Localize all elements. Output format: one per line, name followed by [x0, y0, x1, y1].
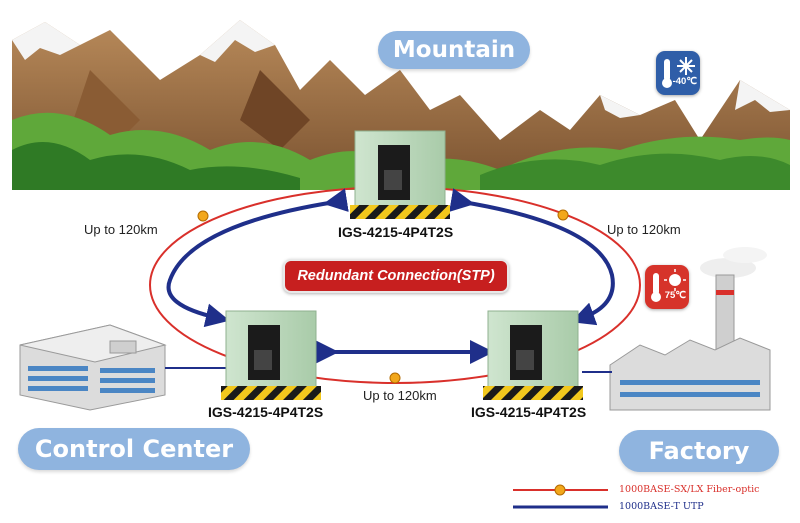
switch-icon: [378, 145, 410, 200]
fiber-badge-right: [557, 209, 569, 221]
factory-icon: [582, 247, 771, 411]
hot-temperature-badge: 75℃: [645, 265, 689, 309]
location-label-control-center: Control Center: [18, 428, 250, 470]
legend-fiber: 1000BASE-SX/LX Fiber-optic: [619, 484, 760, 495]
cold-temperature: -40℃: [672, 76, 697, 87]
distance-label-left: Up to 120km: [84, 222, 158, 237]
cold-temperature-badge: -40℃: [656, 51, 700, 95]
switch-enclosure-left: [221, 310, 321, 400]
factory-label: Factory: [648, 437, 750, 465]
device-label-left: IGS-4215-4P4T2S: [208, 404, 324, 420]
legend-utp: 1000BASE-T UTP: [619, 501, 704, 512]
switch-icon: [510, 325, 542, 380]
device-label-right: IGS-4215-4P4T2S: [471, 404, 587, 420]
thermometer-icon: [662, 59, 672, 88]
fiber-badge-bottom: [389, 372, 401, 384]
building-icon: [19, 324, 228, 411]
location-label-factory: Factory: [619, 430, 779, 472]
sun-icon: [664, 269, 686, 291]
snowflake-icon: [677, 57, 695, 75]
legend: [513, 484, 608, 509]
distance-label-bottom: Up to 120km: [363, 388, 437, 403]
switch-enclosure-right: [483, 310, 583, 400]
mountain-label: Mountain: [392, 37, 516, 63]
hot-temperature: 75℃: [664, 290, 686, 301]
mountain-landscape: [12, 20, 790, 190]
device-label-top: IGS-4215-4P4T2S: [338, 224, 454, 240]
utp-links: [166, 188, 615, 364]
distance-label-right: Up to 120km: [607, 222, 681, 237]
location-label-mountain: Mountain: [378, 31, 530, 69]
redundant-connection-banner: Redundant Connection(STP): [283, 259, 509, 293]
fiber-badge-left: [197, 210, 209, 222]
switch-enclosure-top: [350, 130, 450, 219]
thermometer-icon: [651, 273, 661, 302]
switch-icon: [248, 325, 280, 380]
control-center-label: Control Center: [34, 435, 234, 463]
